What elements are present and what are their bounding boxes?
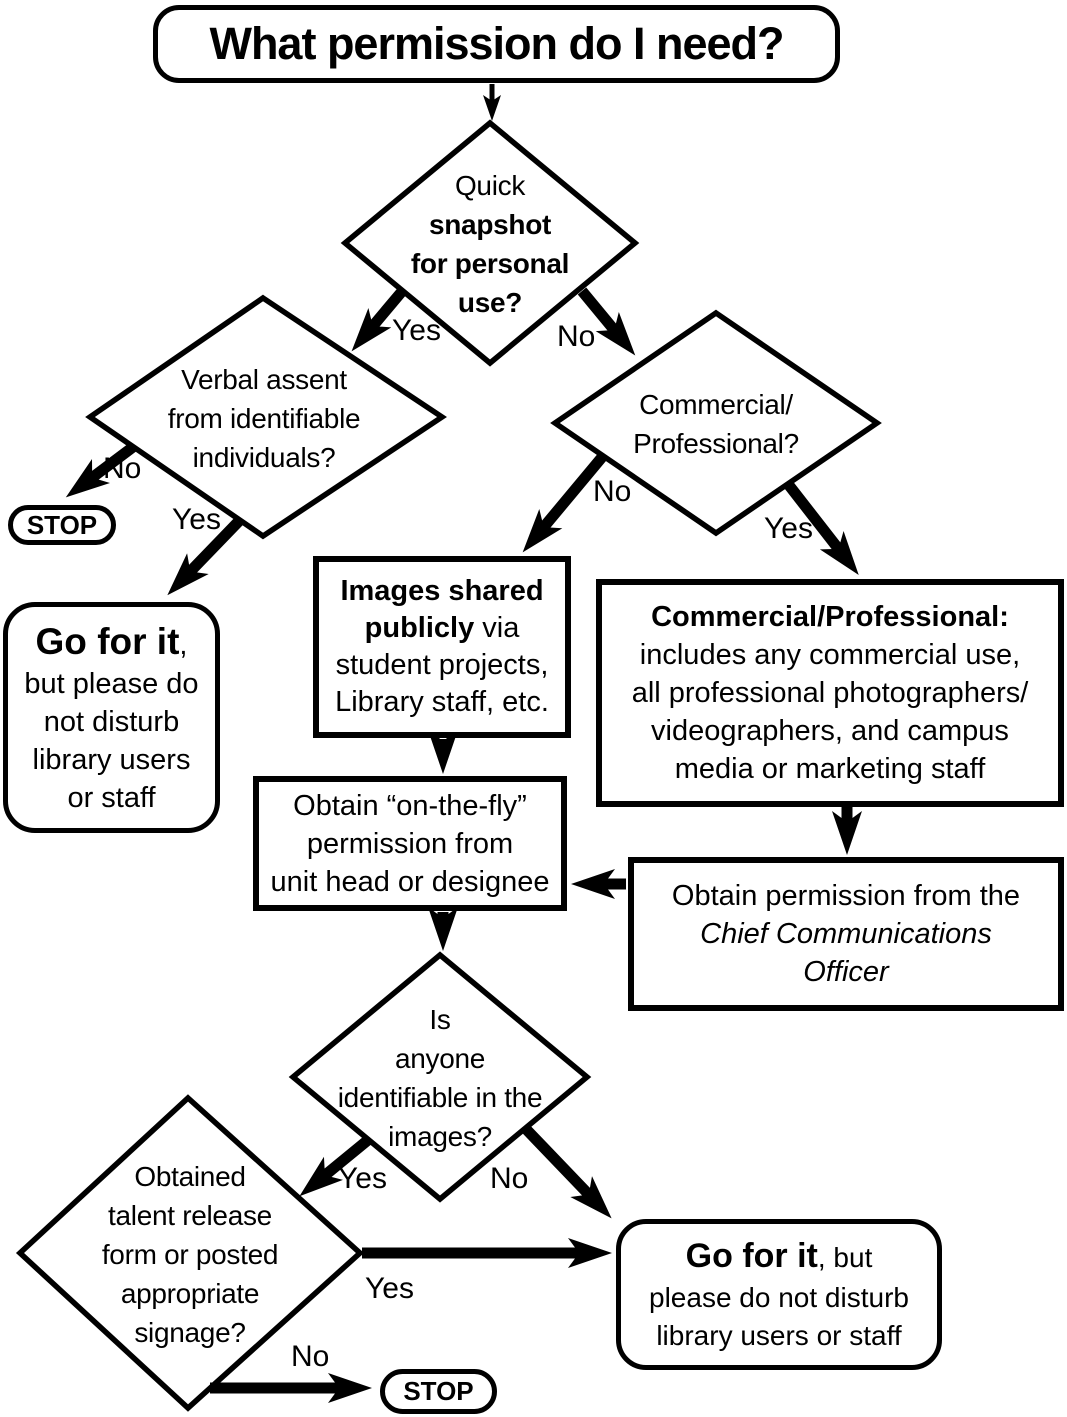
decision-verbal-assent-shape [85,294,447,540]
d1-line4: use? [457,287,523,318]
d5-line2: talent release [108,1200,272,1231]
arrow-yes-commercial-to-definition [783,480,859,575]
stop-terminator-left: STOP [8,505,116,545]
decision-talent-release-shape [15,1094,365,1412]
decision-commercial-shape [550,309,882,537]
comm-def-line3: all professional photographers/ [631,677,1029,709]
cco-line1: Obtain permission from the [671,880,1021,912]
arrow-no-identifiable-to-go [521,1124,612,1219]
fly-line3: unit head or designee [270,865,550,898]
go-left-line3: not disturb [43,706,180,738]
decision-identifiable-text: Is anyone identifiable in the images? [293,1000,587,1156]
commercial-definition-box: Commercial/Professional: includes any co… [596,579,1064,807]
edge-label-no-commercial-to-images: No [593,475,632,508]
go-left-line2: but please do [24,668,199,700]
comm-def-line2: includes any commercial use, [639,639,1021,671]
decision-commercial-text: Commercial/ Professional? [556,385,876,463]
images-shared-publicly-box: Images shared publicly via student proje… [313,556,571,738]
cco-line3: Officer [803,956,889,988]
chief-communications-officer-box: Obtain permission from the Chief Communi… [628,857,1064,1011]
d2-line2: from identifiable [167,403,361,434]
stop-bottom-text: STOP [403,1376,474,1406]
stop-left-text: STOP [26,509,98,540]
flowchart-title-text: What permission do I need? [209,18,784,69]
d1-line3: for personal [410,248,570,279]
edge-label-yes-quick-to-verbal: Yes [392,314,441,347]
arrow-no-quick-to-commercial [577,287,636,356]
images-line1: Images shared [340,575,544,607]
comm-def-heading: Commercial/Professional: [651,601,1009,633]
go-left-bold: Go for it [35,621,180,662]
d3-line1: Commercial/ [639,389,793,420]
stop-terminator-bottom: STOP [380,1369,497,1414]
decision-quick-snapshot-shape [340,119,640,367]
d2-line3: individuals? [192,442,336,473]
go-right-line3: library users or staff [656,1320,902,1351]
arrow-no-verbal-to-stop [65,442,137,498]
edge-label-yes-commercial-to-definition: Yes [764,512,813,545]
d5-line5: signage? [134,1317,246,1348]
images-line4: Library staff, etc. [335,686,549,718]
arrow-yes-quick-to-verbal [351,285,409,352]
images-via: via [474,612,520,644]
edge-label-yes-identifiable-to-talent: Yes [338,1162,387,1195]
arrow-yes-verbal-to-go [167,516,244,596]
d1-line1: Quick [454,170,526,201]
flowchart-title: What permission do I need? [153,5,840,83]
decision-talent-release-text: Obtained talent release form or posted a… [25,1157,355,1352]
comm-def-line5: media or marketing staff [674,753,986,785]
d5-line3: form or posted [101,1239,279,1270]
decision-verbal-assent-text: Verbal assent from identifiable individu… [88,360,440,477]
images-publicly-bold: publicly [364,612,475,644]
fly-line2: permission from [306,827,514,860]
go-left-line4: library users [32,744,191,776]
arrow-yes-identifiable-to-talent [299,1135,372,1197]
go-for-it-box-right: Go for it, but please do not disturb lib… [616,1219,942,1370]
edge-label-yes-verbal-to-go: Yes [172,503,221,536]
d2-line1: Verbal assent [181,364,347,395]
edge-label-no-quick-to-commercial: No [557,320,596,353]
edge-label-no-identifiable-to-go: No [490,1162,529,1195]
d1-line2: snapshot [428,209,552,240]
go-right-bold: Go for it [685,1237,818,1275]
d4-line3: identifiable in the [337,1082,543,1113]
comm-def-line4: videographers, and campus [651,715,1009,747]
go-left-comma: , [179,629,188,661]
go-right-line2: please do not disturb [649,1282,909,1313]
d3-line2: Professional? [633,428,799,459]
cco-line2: Chief Communications [700,918,992,950]
go-right-but: , but [817,1242,873,1273]
decision-identifiable-shape [288,951,592,1203]
edge-label-yes-talent-to-go: Yes [365,1272,414,1305]
edge-label-no-talent-to-stop: No [291,1340,330,1373]
on-the-fly-permission-box: Obtain “on-the-fly” permission from unit… [253,776,567,911]
images-line3: student projects, [335,649,549,681]
d5-line1: Obtained [134,1161,246,1192]
d4-line2: anyone [394,1043,486,1074]
d4-line1: Is [429,1004,451,1035]
arrow-no-commercial-to-images [522,452,608,553]
decision-quick-snapshot-text: Quick snapshot for personal use? [345,166,635,322]
d4-line4: images? [388,1121,492,1152]
fly-line1: Obtain “on-the-fly” [293,789,527,822]
edge-label-no-verbal-to-stop: No [103,452,142,485]
go-left-line5: or staff [67,782,156,814]
go-for-it-box-left: Go for it, but please do not disturb lib… [3,602,220,833]
d5-line4: appropriate [120,1278,260,1309]
